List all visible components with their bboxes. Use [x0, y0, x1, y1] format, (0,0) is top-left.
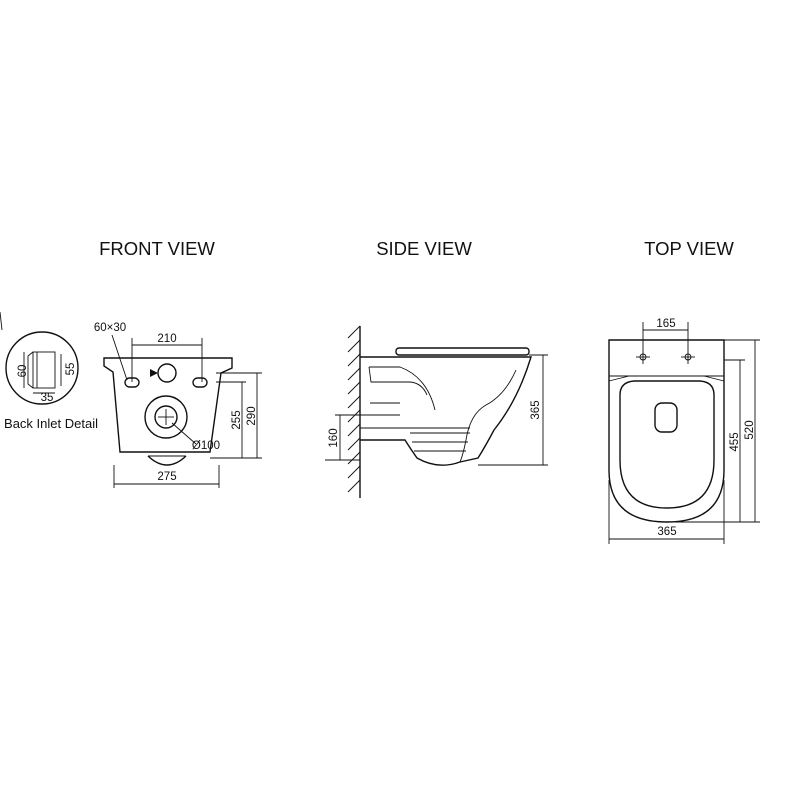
- top-depth: 520: [744, 420, 756, 439]
- side-outlet-height: 160: [328, 428, 340, 447]
- top-outline: [608, 339, 725, 523]
- side-bowl-outline: [360, 356, 532, 466]
- inlet-detail-circle: [5, 331, 79, 405]
- front-bolt-height: 255: [231, 410, 243, 429]
- inlet-detail-body: [32, 351, 56, 389]
- front-width: 275: [157, 471, 176, 483]
- front-inlet: [157, 363, 177, 383]
- front-bolt-slot-right: [192, 377, 208, 388]
- top-bowl-opening: [654, 402, 678, 433]
- side-view-drawing: 365 160: [325, 325, 548, 498]
- top-bowl-depth: 455: [729, 432, 741, 451]
- side-height: 365: [530, 400, 542, 419]
- inlet-inner-height: 55: [65, 363, 77, 376]
- front-bolt-spacing: 210: [157, 333, 176, 345]
- top-seat: [619, 380, 715, 509]
- front-total-height: 290: [246, 406, 258, 425]
- front-outlet-outer: [144, 395, 188, 439]
- inlet-depth: 35: [41, 392, 54, 404]
- front-inlet-size: 60×30: [94, 322, 126, 334]
- side-seat: [395, 347, 530, 356]
- top-bolt-right: [681, 350, 695, 364]
- top-view-title: TOP VIEW: [644, 238, 734, 259]
- front-outlet-inner: [154, 405, 178, 429]
- top-bolt-spacing: 165: [656, 318, 675, 330]
- front-outlet-diameter: Ø100: [192, 440, 220, 452]
- top-width: 365: [657, 526, 676, 538]
- top-view-drawing: 165 455 520 365: [608, 318, 760, 544]
- back-inlet-detail: 60 55 35 Back Inlet Detail: [0, 311, 98, 431]
- side-view-title: SIDE VIEW: [376, 238, 472, 259]
- front-view-drawing: 210 60×30 Ø100 255 290 275: [94, 322, 262, 488]
- wall-hatching: [347, 325, 361, 493]
- top-bolt-left: [636, 350, 650, 364]
- front-body-outline: [103, 357, 233, 453]
- inlet-detail-label: Back Inlet Detail: [4, 416, 98, 431]
- front-view-title: FRONT VIEW: [99, 238, 215, 259]
- inlet-outer-height: 60: [17, 365, 29, 378]
